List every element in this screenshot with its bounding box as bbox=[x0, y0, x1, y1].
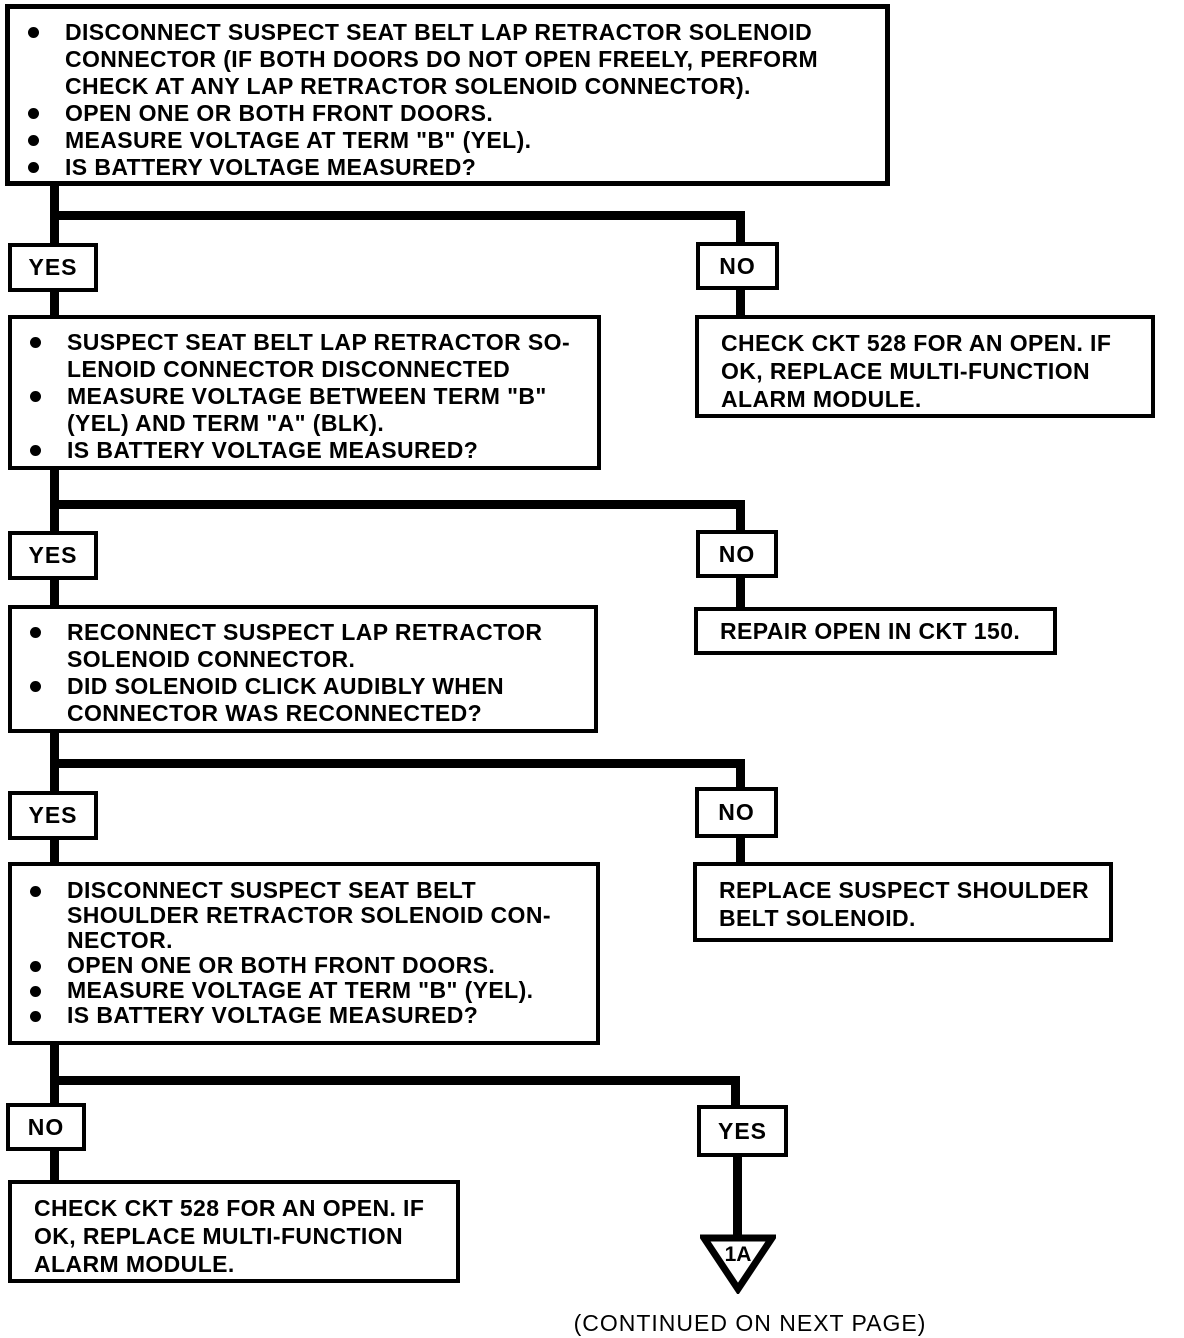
step1-box: DISCONNECT SUSPECT SEAT BELT LAP RETRACT… bbox=[5, 4, 890, 186]
branch3-yes-label: YES bbox=[8, 791, 98, 840]
branch3-no-label: NO bbox=[695, 787, 778, 838]
branch4-no-label: NO bbox=[6, 1103, 86, 1151]
bullet-icon bbox=[30, 886, 41, 897]
connector-line bbox=[50, 1076, 740, 1085]
step3-left-box: RECONNECT SUSPECT LAP RETRACTOR SOLENOID… bbox=[8, 605, 598, 733]
bullet-icon bbox=[28, 27, 39, 38]
step1-bullet-2: OPEN ONE OR BOTH FRONT DOORS. bbox=[10, 100, 885, 127]
step5-left-box: CHECK CKT 528 FOR AN OPEN. IF OK, REPLAC… bbox=[8, 1180, 460, 1283]
step4-text-3: MEASURE VOLTAGE AT TERM "B" (YEL). bbox=[67, 977, 534, 1003]
step4-left-box: DISCONNECT SUSPECT SEAT BELT SHOULDER RE… bbox=[8, 862, 600, 1045]
bullet-icon bbox=[30, 961, 41, 972]
step1-text-1: DISCONNECT SUSPECT SEAT BELT LAP RETRACT… bbox=[65, 19, 819, 99]
connector-line bbox=[731, 1076, 740, 1107]
connector-line bbox=[736, 576, 745, 609]
step1-bullet-4: IS BATTERY VOLTAGE MEASURED? bbox=[10, 154, 885, 181]
step5-left-text: CHECK CKT 528 FOR AN OPEN. IF OK, REPLAC… bbox=[34, 1195, 425, 1277]
bullet-icon bbox=[28, 162, 39, 173]
connector-line bbox=[50, 500, 745, 509]
step3-right-text: REPAIR OPEN IN CKT 150. bbox=[720, 617, 1021, 644]
bullet-icon bbox=[28, 108, 39, 119]
step3-text-2: DID SOLENOID CLICK AUDIBLY WHEN CONNECTO… bbox=[67, 673, 505, 726]
connector-line bbox=[50, 1149, 59, 1182]
step1-text-3: MEASURE VOLTAGE AT TERM "B" (YEL). bbox=[65, 127, 532, 153]
connector-line bbox=[733, 1155, 742, 1238]
step2-text-1: SUSPECT SEAT BELT LAP RETRACTOR SO- LENO… bbox=[67, 329, 570, 382]
bullet-icon bbox=[30, 681, 41, 692]
step4-right-text: REPLACE SUSPECT SHOULDER BELT SOLENOID. bbox=[719, 877, 1089, 931]
bullet-icon bbox=[30, 627, 41, 638]
offpage-connector-triangle: 1A bbox=[700, 1234, 776, 1294]
bullet-icon bbox=[30, 391, 41, 402]
connector-line bbox=[50, 578, 59, 607]
connector-line bbox=[50, 211, 745, 220]
step3-text-1: RECONNECT SUSPECT LAP RETRACTOR SOLENOID… bbox=[67, 619, 543, 672]
branch1-yes-label: YES bbox=[8, 243, 98, 292]
step1-text-4: IS BATTERY VOLTAGE MEASURED? bbox=[65, 154, 477, 180]
step1-bullet-1: DISCONNECT SUSPECT SEAT BELT LAP RETRACT… bbox=[10, 19, 885, 100]
step2-right-box: CHECK CKT 528 FOR AN OPEN. IF OK, REPLAC… bbox=[695, 315, 1155, 418]
offpage-connector-label: 1A bbox=[725, 1243, 752, 1266]
step1-text-2: OPEN ONE OR BOTH FRONT DOORS. bbox=[65, 100, 494, 126]
step4-text-1: DISCONNECT SUSPECT SEAT BELT SHOULDER RE… bbox=[67, 877, 551, 953]
bullet-icon bbox=[30, 337, 41, 348]
connector-line bbox=[736, 500, 745, 532]
connector-line bbox=[50, 838, 59, 864]
step4-text-2: OPEN ONE OR BOTH FRONT DOORS. bbox=[67, 952, 496, 978]
bullet-icon bbox=[30, 445, 41, 456]
connector-line bbox=[50, 291, 59, 317]
branch2-no-label: NO bbox=[696, 530, 778, 578]
connector-line bbox=[736, 211, 745, 244]
connector-line bbox=[50, 759, 745, 768]
step1-bullet-3: MEASURE VOLTAGE AT TERM "B" (YEL). bbox=[10, 127, 885, 154]
step3-right-box: REPAIR OPEN IN CKT 150. bbox=[694, 607, 1057, 655]
bullet-icon bbox=[30, 1011, 41, 1022]
step2-right-text: CHECK CKT 528 FOR AN OPEN. IF OK, REPLAC… bbox=[721, 330, 1112, 412]
connector-line bbox=[736, 759, 745, 789]
step2-text-2: MEASURE VOLTAGE BETWEEN TERM "B" (YEL) A… bbox=[67, 383, 547, 436]
step4-text-4: IS BATTERY VOLTAGE MEASURED? bbox=[67, 1002, 479, 1028]
step2-text-3: IS BATTERY VOLTAGE MEASURED? bbox=[67, 437, 479, 463]
connector-line bbox=[736, 836, 745, 864]
step2-left-box: SUSPECT SEAT BELT LAP RETRACTOR SO- LENO… bbox=[8, 315, 601, 470]
connector-line bbox=[50, 1043, 59, 1105]
bullet-icon bbox=[28, 135, 39, 146]
branch1-no-label: NO bbox=[696, 242, 779, 290]
footer-note: (CONTINUED ON NEXT PAGE) bbox=[573, 1310, 927, 1336]
branch4-yes-label: YES bbox=[697, 1105, 788, 1157]
bullet-icon bbox=[30, 986, 41, 997]
step4-right-box: REPLACE SUSPECT SHOULDER BELT SOLENOID. bbox=[693, 862, 1113, 942]
branch2-yes-label: YES bbox=[8, 531, 98, 580]
connector-line bbox=[736, 289, 745, 317]
